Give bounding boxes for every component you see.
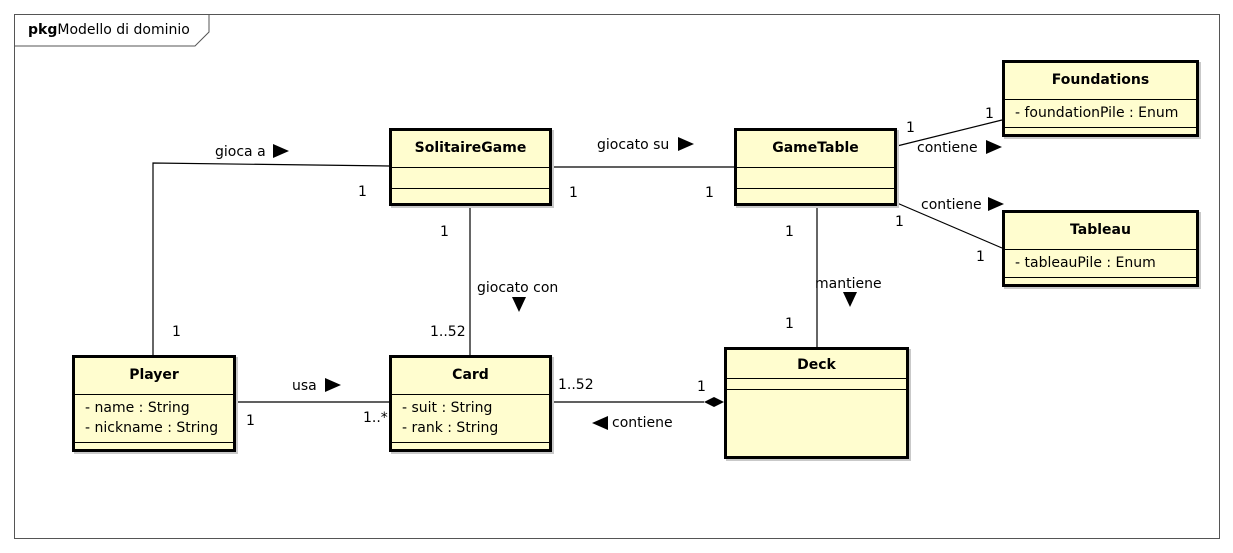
class-player[interactable]: Player - name : String - nickname : Stri… bbox=[72, 355, 236, 452]
mult-player-card: 1 bbox=[246, 413, 255, 429]
mult-table-deck: 1 bbox=[785, 224, 794, 240]
class-foundations[interactable]: Foundations - foundationPile : Enum bbox=[1002, 60, 1199, 137]
mult-foundations-table: 1 bbox=[985, 106, 994, 122]
assoc-label-giocato-su: giocato su bbox=[597, 137, 670, 153]
line-table-tableau bbox=[896, 202, 1003, 249]
class-name: Deck bbox=[727, 350, 906, 379]
assoc-label-mantiene: mantiene bbox=[815, 276, 882, 292]
class-name: SolitaireGame bbox=[392, 131, 549, 168]
direction-arrow-giocato-su bbox=[678, 137, 694, 151]
class-name: Foundations bbox=[1005, 63, 1196, 100]
direction-arrow-giocato-con bbox=[512, 297, 526, 312]
attribute-compartment: - tableauPile : Enum bbox=[1005, 250, 1196, 278]
assoc-label-contiene-card: contiene bbox=[612, 415, 673, 431]
class-name: Tableau bbox=[1005, 213, 1196, 250]
mult-card-game: 1..52 bbox=[430, 324, 466, 340]
package-name: Modello di dominio bbox=[57, 22, 190, 38]
mult-table-game: 1 bbox=[705, 185, 714, 201]
class-name: Player bbox=[75, 358, 233, 395]
assoc-label-usa: usa bbox=[292, 378, 317, 394]
line-player-game bbox=[152, 162, 390, 355]
direction-arrow-usa bbox=[325, 378, 341, 392]
mult-card-player: 1..* bbox=[363, 410, 388, 426]
direction-arrow-contiene-tableau bbox=[988, 197, 1004, 211]
assoc-label-contiene-tableau: contiene bbox=[921, 197, 982, 213]
direction-arrow-gioca-a bbox=[273, 144, 289, 158]
class-game-table[interactable]: GameTable bbox=[734, 128, 897, 206]
attribute: - rank : String bbox=[402, 420, 499, 436]
direction-arrow-mantiene bbox=[843, 292, 857, 307]
attribute-compartment: - foundationPile : Enum bbox=[1005, 100, 1196, 128]
mult-card-deck: 1..52 bbox=[558, 377, 594, 393]
attribute: - name : String bbox=[85, 400, 190, 416]
class-card[interactable]: Card - suit : String - rank : String bbox=[389, 355, 552, 452]
mult-table-foundations: 1 bbox=[906, 120, 915, 136]
assoc-label-contiene-foundations: contiene bbox=[917, 140, 978, 156]
attribute-compartment: - suit : String - rank : String bbox=[392, 395, 549, 443]
mult-game-table: 1 bbox=[569, 185, 578, 201]
mult-table-tableau: 1 bbox=[895, 214, 904, 230]
class-name: GameTable bbox=[737, 131, 894, 168]
attribute-compartment bbox=[392, 168, 549, 189]
attribute-compartment bbox=[737, 168, 894, 189]
mult-deck-table: 1 bbox=[785, 316, 794, 332]
attribute-compartment: - name : String - nickname : String bbox=[75, 395, 233, 443]
direction-arrow-contiene-card bbox=[592, 416, 608, 430]
composition-diamond bbox=[704, 397, 724, 407]
mult-deck-card: 1 bbox=[697, 379, 706, 395]
line-table-foundations bbox=[896, 119, 1003, 147]
class-solitaire-game[interactable]: SolitaireGame bbox=[389, 128, 552, 206]
attribute: - tableauPile : Enum bbox=[1015, 255, 1156, 271]
direction-arrow-contiene-foundations bbox=[986, 140, 1002, 154]
mult-game-player: 1 bbox=[358, 184, 367, 200]
attribute: - suit : String bbox=[402, 400, 493, 416]
class-name: Card bbox=[392, 358, 549, 395]
attribute: - foundationPile : Enum bbox=[1015, 105, 1179, 121]
assoc-label-giocato-con: giocato con bbox=[477, 280, 559, 296]
mult-player-game: 1 bbox=[172, 324, 181, 340]
attribute: - nickname : String bbox=[85, 420, 219, 436]
class-tableau[interactable]: Tableau - tableauPile : Enum bbox=[1002, 210, 1199, 287]
assoc-label-gioca-a: gioca a bbox=[215, 144, 266, 160]
mult-game-card: 1 bbox=[440, 224, 449, 240]
attribute-compartment bbox=[727, 379, 906, 390]
package-keyword: pkg bbox=[28, 22, 58, 38]
mult-tableau-table: 1 bbox=[976, 249, 985, 265]
package-frame bbox=[14, 14, 1220, 539]
class-deck[interactable]: Deck bbox=[724, 347, 909, 459]
